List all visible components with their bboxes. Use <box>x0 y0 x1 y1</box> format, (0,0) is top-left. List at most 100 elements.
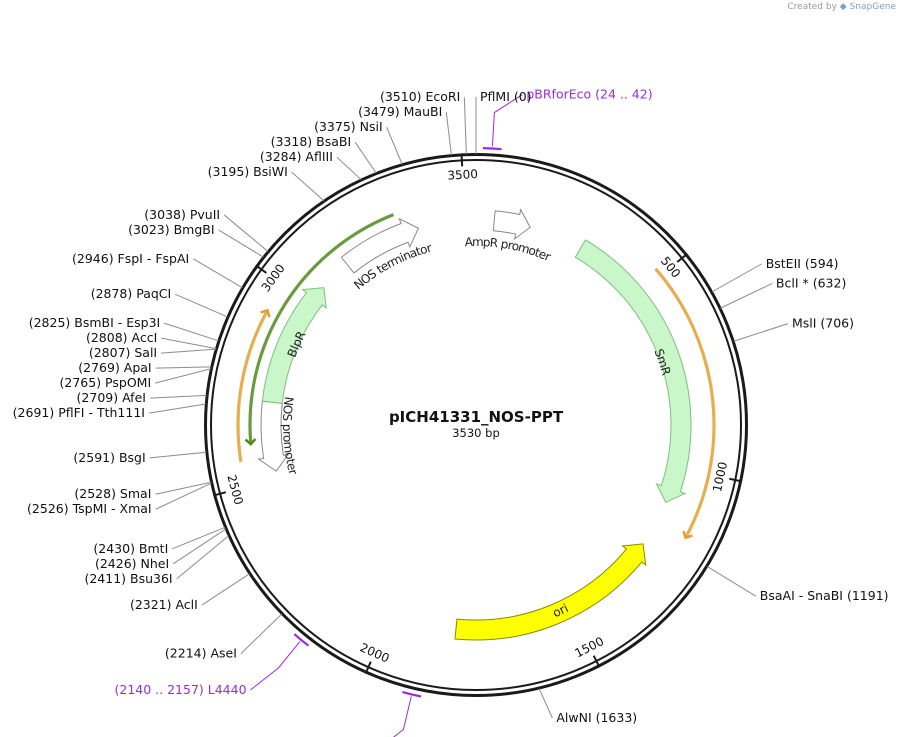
site-label: (2878) PaqCI <box>91 286 172 301</box>
site-label: (2769) ApaI <box>78 360 151 375</box>
site-leader-line <box>192 258 243 289</box>
site-label: (2825) BsmBI - Esp3I <box>29 315 161 330</box>
site-afliii[interactable]: (3284) AflIII <box>260 149 362 180</box>
site-leader-line <box>172 528 227 565</box>
backbone <box>204 153 748 697</box>
site-alwni[interactable]: AlwNI (1633) <box>538 688 637 725</box>
site-nsii[interactable]: (3375) NsiI <box>314 119 403 165</box>
primer-label: (2140 .. 2157) L4440 <box>115 682 247 697</box>
site-label: (2430) BmtI <box>93 541 168 556</box>
primer-mark <box>482 147 502 151</box>
orf-arc <box>654 267 716 539</box>
site-bmgbi[interactable]: (3023) BmgBI <box>128 222 264 258</box>
primer-mark <box>402 691 422 698</box>
site-label: BsaAI - SnaBI (1191) <box>760 588 889 603</box>
feature-blpr[interactable] <box>261 287 327 404</box>
site-bmti[interactable]: (2430) BmtI <box>93 526 226 556</box>
site-leader-line <box>161 337 217 350</box>
site-label: (3318) BsaBI <box>271 134 352 149</box>
site-leader-line <box>354 141 377 174</box>
site-leader-line <box>240 613 283 655</box>
primer-label: pBRforEco (24 .. 42) <box>526 87 652 102</box>
site-pflfi-tth111i[interactable]: (2691) PflFI - Tth111I <box>13 403 206 420</box>
site-leader-line <box>463 97 467 155</box>
plasmid-length: 3530 bp <box>452 426 500 440</box>
site-leader-line <box>149 394 207 399</box>
tick-mark-500 <box>676 253 688 263</box>
feature-ori[interactable] <box>454 543 647 641</box>
site-bsteii[interactable]: BstEII (594) <box>711 256 839 293</box>
site-leader-line <box>445 112 452 156</box>
site-paqci[interactable]: (2878) PaqCI <box>91 286 228 318</box>
site-label: (2946) FspI - FspAI <box>72 251 189 266</box>
site-smai[interactable]: (2528) SmaI <box>74 481 212 501</box>
site-pspomi[interactable]: (2765) PspOMI <box>60 368 212 390</box>
site-leader-line <box>218 229 264 258</box>
site-pflmi[interactable]: PflMI (0) <box>475 89 532 154</box>
site-fspi-fspai[interactable]: (2946) FspI - FspAI <box>72 251 243 289</box>
site-bsgi[interactable]: (2591) BsgI <box>73 450 207 465</box>
primers-layer: pBRforEco (24 .. 42) (1887 .. 1906) pBR32… <box>115 87 653 737</box>
site-label: (2709) AfeI <box>77 390 146 405</box>
site-maubi[interactable]: (3479) MauBI <box>358 104 452 156</box>
site-bsiwi[interactable]: (3195) BsiWI <box>208 164 325 202</box>
site-label: (2765) PspOMI <box>60 375 152 390</box>
orf-arrowhead <box>682 530 693 540</box>
orf-arc <box>248 213 395 445</box>
orfs-layer <box>236 213 716 540</box>
primer-pbr322ori-f[interactable]: (1887 .. 1906) pBR322ori-F <box>201 691 422 737</box>
site-asei[interactable]: (2214) AseI <box>165 613 283 661</box>
site-leader-line <box>711 263 762 293</box>
site-ecori[interactable]: (3510) EcoRI <box>380 89 467 155</box>
site-acli[interactable]: (2321) AclI <box>130 573 250 612</box>
site-leader-line <box>176 535 229 580</box>
site-msli[interactable]: MslI (706) <box>733 316 854 342</box>
plasmid-name: pICH41331_NOS-PPT <box>389 408 564 426</box>
site-leader-line <box>733 323 789 342</box>
site-pvuii[interactable]: (3038) PvuII <box>144 207 269 252</box>
site-label: (2426) NheI <box>95 556 169 571</box>
site-label: BstEII (594) <box>766 256 839 271</box>
tick-mark-3500 <box>460 153 464 167</box>
site-bsaai-snabi[interactable]: BsaAI - SnaBI (1191) <box>706 566 889 603</box>
primer-l4440[interactable]: (2140 .. 2157) L4440 <box>115 633 310 697</box>
site-label: PflMI (0) <box>480 89 532 104</box>
site-leader-line <box>336 156 362 180</box>
site-label: (2526) TspMI - XmaI <box>27 501 152 516</box>
site-leader-line <box>161 348 216 354</box>
site-label: (2528) SmaI <box>74 486 151 501</box>
site-nhei[interactable]: (2426) NheI <box>95 528 227 571</box>
restriction-sites: PflMI (0) BstEII (594) BclI * (632) MslI (7… <box>13 89 889 725</box>
site-label: (3023) BmgBI <box>128 222 215 237</box>
orf-arrowhead <box>260 308 271 318</box>
tick-label-2000: 2000 <box>358 640 392 665</box>
backbone-outer-ring <box>204 153 748 697</box>
site-label: (2411) Bsu36I <box>84 571 172 586</box>
site-label: (3284) AflIII <box>260 149 333 164</box>
site-apai[interactable]: (2769) ApaI <box>78 360 212 375</box>
site-bcli[interactable]: BclI * (632) <box>720 276 847 309</box>
site-label: BclI * (632) <box>776 276 846 291</box>
site-bsu36i[interactable]: (2411) Bsu36I <box>84 535 229 586</box>
primer-leader <box>491 94 523 147</box>
site-leader-line <box>155 482 212 510</box>
feature-nos-terminator[interactable] <box>340 217 420 274</box>
site-label: (2808) AccI <box>86 330 157 345</box>
site-leader-line <box>155 481 212 495</box>
site-label: (2214) AseI <box>165 646 237 661</box>
site-leader-line <box>291 171 325 202</box>
site-sali[interactable]: (2807) SalI <box>89 345 216 360</box>
feature-smr[interactable] <box>574 239 692 504</box>
orf-arrowhead <box>244 438 257 446</box>
site-bsmbi-esp3i[interactable]: (2825) BsmBI - Esp3I <box>29 315 219 342</box>
snapgene-logo-icon: ◆ <box>839 2 847 12</box>
primer-pbrforeco[interactable]: pBRforEco (24 .. 42) <box>482 87 653 151</box>
site-leader-line <box>149 451 207 459</box>
site-bsabi[interactable]: (3318) BsaBI <box>271 134 377 174</box>
feature-ampr-promoter[interactable] <box>492 208 531 241</box>
feature-label-nos-promoter: NOS promoter <box>280 396 300 476</box>
tick-mark-1000 <box>729 477 743 483</box>
site-tspmi-xmai[interactable]: (2526) TspMI - XmaI <box>27 482 212 516</box>
site-afei[interactable]: (2709) AfeI <box>77 390 207 405</box>
site-acci[interactable]: (2808) AccI <box>86 330 217 350</box>
